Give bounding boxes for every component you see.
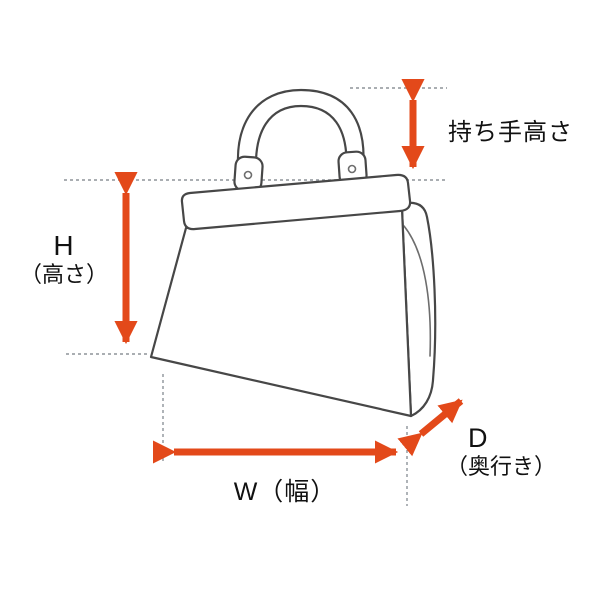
bag-illustration — [149, 88, 437, 418]
width-label: W（幅） — [233, 478, 337, 506]
depth-arrow — [397, 398, 464, 457]
bag-handle-rivet-right — [347, 164, 357, 174]
depth-letter: D — [468, 423, 489, 453]
bag-body — [149, 207, 413, 418]
bag-flap — [180, 173, 412, 231]
handle-height-label: 持ち手高さ — [448, 119, 573, 146]
bag-handle-rivet-left — [243, 170, 253, 180]
depth-label: D （奥行き） — [446, 422, 556, 481]
height-letter: H — [53, 230, 75, 261]
bag-gusset-seam — [403, 225, 432, 357]
dimension-arrows — [114, 79, 464, 464]
height-label: H （高さ） — [12, 230, 116, 287]
height-name: （高さ） — [19, 262, 108, 288]
depth-name: （奥行き） — [446, 454, 557, 480]
